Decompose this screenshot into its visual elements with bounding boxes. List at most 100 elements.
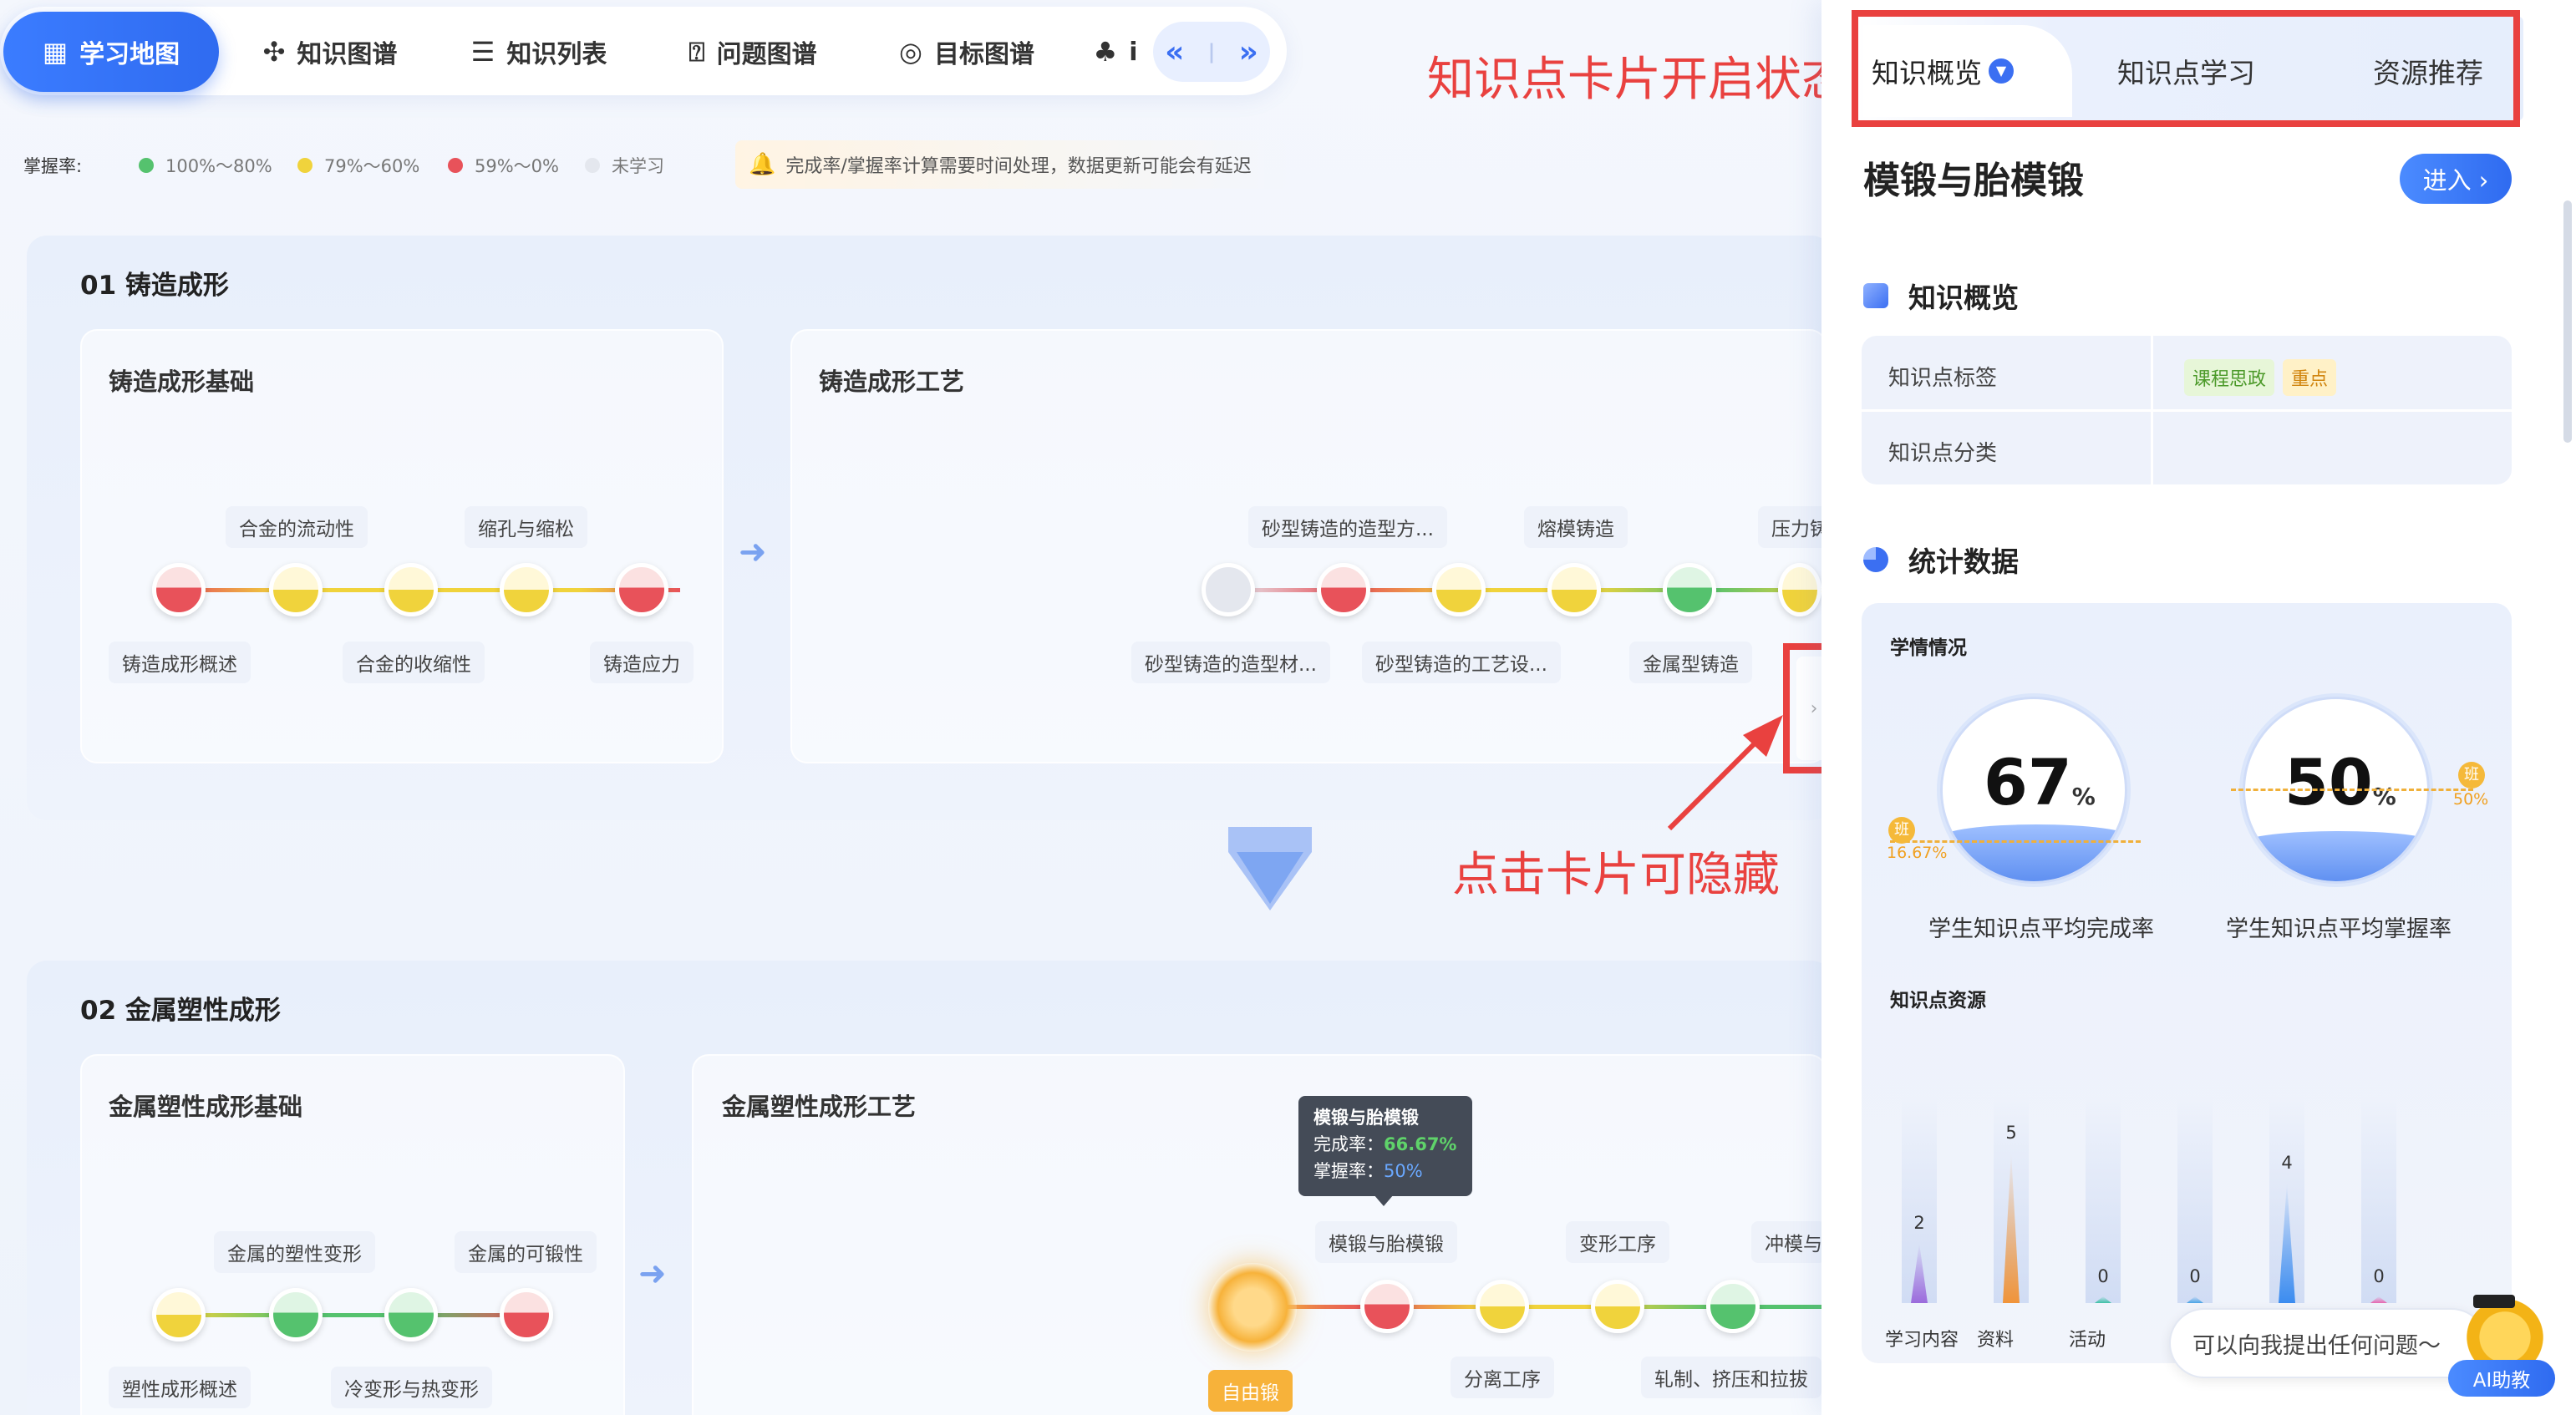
tab-knowledge-graph[interactable]: ✣知识图谱 — [262, 36, 398, 69]
kp-label[interactable]: 压力铸 — [1758, 506, 1832, 548]
kp-node[interactable] — [1432, 563, 1486, 616]
kp-label[interactable]: 冲模与 — [1751, 1221, 1826, 1263]
kp-label[interactable]: 金属型铸造 — [1629, 642, 1752, 683]
kp-label[interactable]: 砂型铸造的造型材... — [1131, 642, 1330, 683]
kp-node[interactable] — [1778, 563, 1821, 616]
kp-label[interactable]: 冷变形与热变形 — [331, 1367, 492, 1408]
panel-tab-overview[interactable]: 知识概览▼ — [1863, 25, 2072, 117]
legend-dot — [585, 158, 600, 173]
kp-label[interactable]: 熔模铸造 — [1524, 506, 1628, 548]
kp-node[interactable] — [1360, 1280, 1414, 1333]
bar-value-label: 0 — [2097, 1266, 2109, 1286]
kp-title: 模锻与胎模锻 — [1863, 160, 2084, 202]
panel-tab-resources[interactable]: 资源推荐 — [2373, 57, 2483, 89]
kp-node[interactable] — [269, 1288, 323, 1341]
tab-pager: « | » — [1153, 22, 1270, 82]
kp-label[interactable]: 合金的收缩性 — [343, 642, 485, 683]
kp-node[interactable] — [615, 563, 668, 616]
class-line — [2231, 789, 2473, 791]
resource-heading: 知识点资源 — [1890, 990, 1986, 1012]
card-casting-basics[interactable] — [80, 329, 724, 763]
chevron-down-icon: ▼ — [1989, 58, 2014, 84]
kp-label[interactable]: 分离工序 — [1451, 1357, 1554, 1398]
bar-background — [2177, 1094, 2213, 1303]
gauge-value: 50% — [2284, 745, 2396, 819]
kp-node[interactable] — [1547, 563, 1601, 616]
kp-node[interactable] — [384, 563, 438, 616]
kp-node[interactable] — [1591, 1280, 1644, 1333]
ai-assistant-button[interactable]: AI助教 — [2448, 1360, 2555, 1397]
bar-category-label: 学习内容 — [1885, 1330, 1959, 1351]
kp-label[interactable]: 变形工序 — [1566, 1221, 1669, 1263]
kp-label[interactable]: 金属的可锻性 — [455, 1231, 597, 1273]
path-line — [1253, 1305, 1830, 1309]
bar-background — [2361, 1094, 2396, 1303]
tab-more[interactable]: ♣i — [1093, 36, 1138, 68]
section-title: 01 铸造成形 — [80, 271, 229, 301]
enter-button[interactable]: 进入 › — [2400, 154, 2512, 204]
path-line — [179, 1313, 530, 1317]
card-title: 金属塑性成形基础 — [109, 1093, 303, 1121]
document-icon — [1863, 283, 1888, 308]
kp-tooltip: 模锻与胎模锻 完成率：66.67% 掌握率：50% — [1298, 1096, 1472, 1196]
kp-node[interactable] — [500, 1288, 553, 1341]
target-icon: ◎ — [899, 36, 922, 68]
completion-gauge — [1940, 697, 2127, 884]
overview-heading: 知识概览 — [1863, 276, 2019, 316]
kp-node-current[interactable] — [1208, 1263, 1297, 1352]
ai-chat-input[interactable]: 可以向我提出任何问题～ — [2169, 1308, 2487, 1378]
prev-page-button[interactable]: « — [1165, 34, 1185, 69]
tab-knowledge-list[interactable]: ☰知识列表 — [470, 36, 607, 69]
legend-dot — [297, 158, 312, 173]
bar-category-label: 活动 — [2069, 1330, 2106, 1351]
kp-label[interactable]: 合金的流动性 — [226, 506, 368, 548]
kp-label[interactable]: 轧制、挤压和拉拔 — [1641, 1357, 1821, 1398]
gauge-label: 学生知识点平均掌握率 — [2226, 916, 2452, 942]
tooltip-completion: 完成率：66.67% — [1313, 1134, 1457, 1154]
legend-dot — [139, 158, 154, 173]
panel-tab-learning[interactable]: 知识点学习 — [2117, 57, 2255, 89]
class-badge: 班 — [2458, 762, 2485, 789]
tooltip-mastery: 掌握率：50% — [1313, 1161, 1423, 1181]
kp-node[interactable] — [152, 1288, 206, 1341]
kp-node[interactable] — [384, 1288, 438, 1341]
kp-label[interactable]: 铸造成形概述 — [109, 642, 251, 683]
tab-learning-map[interactable]: ▦学习地图 — [3, 12, 219, 92]
bar-value-label: 0 — [2189, 1266, 2201, 1286]
class-line — [1890, 840, 2141, 843]
list-icon: ☰ — [470, 36, 495, 68]
gauge-value: 67% — [1984, 745, 2096, 819]
kp-label[interactable]: 模锻与胎模锻 — [1315, 1221, 1457, 1263]
kp-label-current[interactable]: 自由锻 — [1208, 1370, 1293, 1412]
kp-label[interactable]: 砂型铸造的造型方... — [1248, 506, 1447, 548]
kp-node[interactable] — [1202, 563, 1255, 616]
tag-key-point: 重点 — [2283, 359, 2337, 396]
kp-node[interactable] — [1476, 1280, 1529, 1333]
legend-item-yellow: 79%～60% — [297, 150, 419, 180]
kp-node[interactable] — [1663, 563, 1716, 616]
class-value: 50% — [2453, 790, 2489, 809]
kp-label[interactable]: 缩孔与缩松 — [465, 506, 587, 548]
kp-node[interactable] — [500, 563, 553, 616]
tooltip-title: 模锻与胎模锻 — [1313, 1108, 1419, 1128]
pie-chart-icon — [1863, 547, 1888, 572]
panel-scrollbar[interactable] — [2563, 200, 2572, 443]
bar — [2187, 1296, 2203, 1303]
kp-label[interactable]: 金属的塑性变形 — [214, 1231, 375, 1273]
tab-question-graph[interactable]: ⍰问题图谱 — [688, 35, 817, 70]
question-icon: ⍰ — [688, 35, 705, 68]
kp-label[interactable]: 砂型铸造的工艺设... — [1362, 642, 1561, 683]
arrow-right-icon: ➜ — [638, 1255, 667, 1293]
tab-target-graph[interactable]: ◎目标图谱 — [899, 36, 1034, 69]
kp-label[interactable]: 铸造应力 — [590, 642, 694, 683]
kp-label[interactable]: 塑性成形概述 — [109, 1367, 251, 1408]
gauge-wave — [1943, 824, 2125, 881]
graph-icon: ✣ — [262, 36, 286, 68]
legend-label: 掌握率: — [23, 156, 83, 176]
kp-node[interactable] — [1706, 1280, 1760, 1333]
kp-node[interactable] — [1317, 563, 1370, 616]
next-page-button[interactable]: » — [1238, 34, 1258, 69]
kp-node[interactable] — [152, 563, 206, 616]
kp-node[interactable] — [269, 563, 323, 616]
legend-dot — [448, 158, 463, 173]
